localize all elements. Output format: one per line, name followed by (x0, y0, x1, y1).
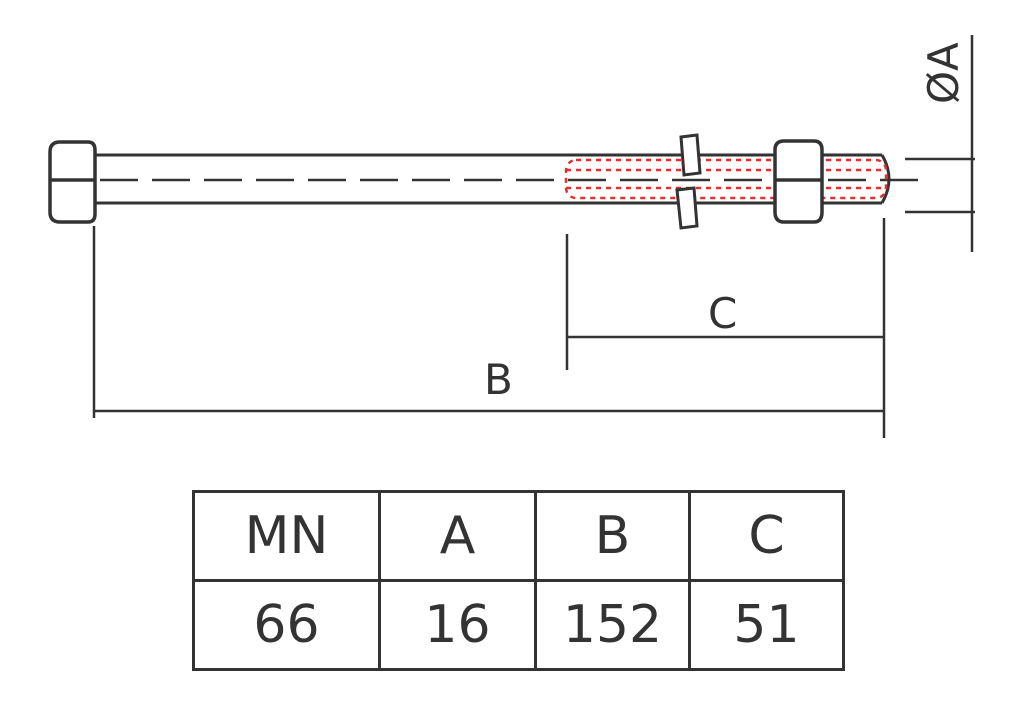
dimension-b-label: B (484, 355, 513, 404)
diameter-label: ØA (919, 42, 968, 104)
table-header-c: C (688, 490, 845, 582)
table-header-row: MN A B C (192, 490, 845, 582)
diameter-dimension (905, 35, 975, 252)
dimension-c-label: C (708, 289, 737, 338)
table-cell-b: 152 (534, 579, 691, 671)
hex-head (48, 140, 97, 224)
table-cell-c: 51 (688, 579, 845, 671)
lock-washer (675, 133, 702, 230)
table-cell-a: 16 (378, 579, 537, 671)
dimension-c (565, 234, 884, 370)
table-cell-mn: 66 (192, 579, 381, 671)
rod-dimension-drawing: ØA C B (48, 35, 975, 438)
nut (773, 139, 824, 224)
table-header-mn: MN (192, 490, 381, 582)
dimension-b (92, 218, 886, 438)
table-header-b: B (534, 490, 691, 582)
dimension-table: MN A B C 66 16 152 51 (192, 490, 845, 671)
table-header-a: A (378, 490, 537, 582)
table-row: 66 16 152 51 (192, 579, 845, 671)
thread-detail (564, 158, 888, 200)
